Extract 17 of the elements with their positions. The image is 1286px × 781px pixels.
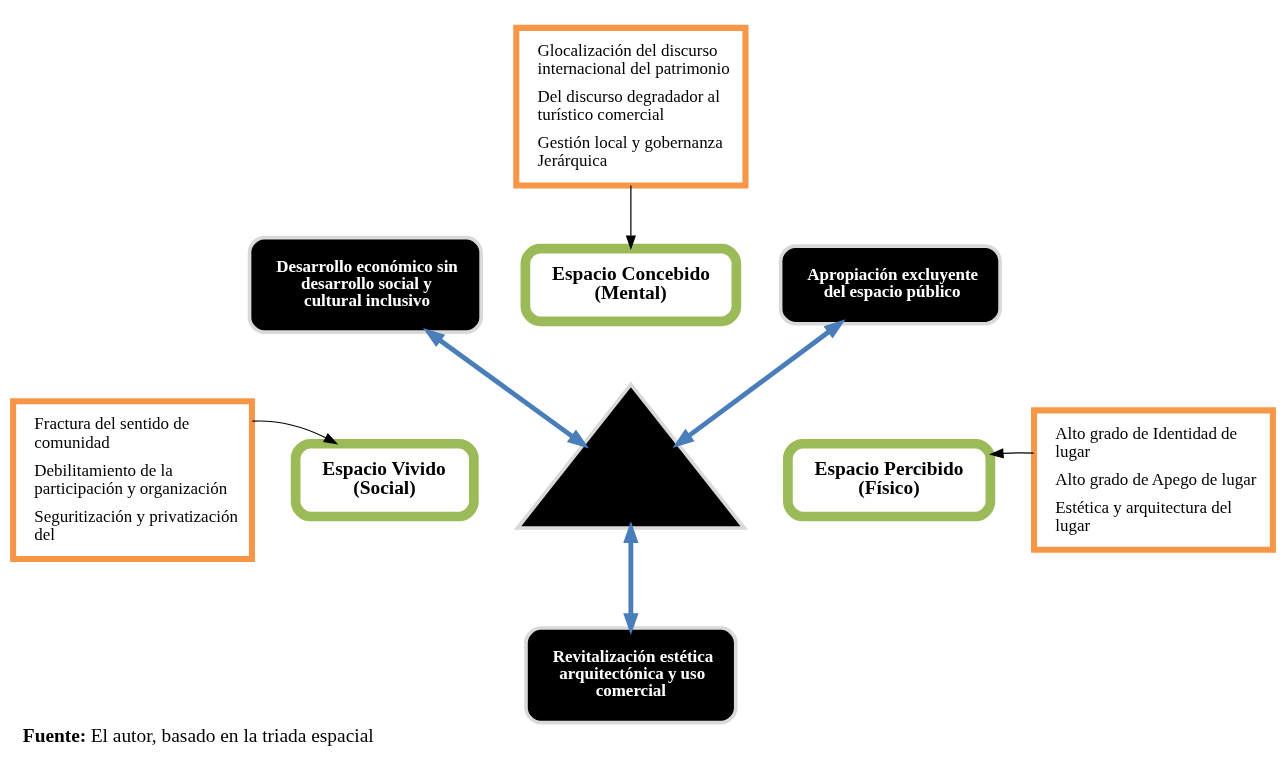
caption: Fuente: El autor, basado en la triada espacial <box>22 724 374 746</box>
arrow <box>625 184 636 250</box>
arrow <box>251 419 339 444</box>
node-box: Espacio Vivido (Social) <box>290 438 479 521</box>
node-triangle <box>513 380 748 530</box>
node-box: Espacio Percibido (Físico) <box>783 438 996 521</box>
node-box: Alto grado de Identidad de lugar Alto grado de Apego de lugar Estética y arquitectura del lugar <box>1031 406 1276 553</box>
arrow <box>423 327 590 449</box>
node-box: Glocalización del discurso internacional del patrimonio Del discurso degradador al turístico comercial Gestión local y gobernanza Jerárquica <box>513 24 749 188</box>
node-box: Apropiación excluyente del espacio público <box>778 243 1002 326</box>
arrow <box>989 447 1035 458</box>
arrow <box>672 318 846 448</box>
node-box: Desarrollo económico sin desarrollo social y cultural inclusivo <box>247 235 483 334</box>
node-box: Espacio Concebido (Mental) <box>520 243 742 326</box>
arrow <box>623 520 639 635</box>
node-box: Fractura del sentido de comunidad Debilitamiento de la participación y organización Seguritización y privatización del <box>10 397 255 562</box>
node-box: Revitalización estética arquitectónica y uso comercial <box>524 625 738 724</box>
